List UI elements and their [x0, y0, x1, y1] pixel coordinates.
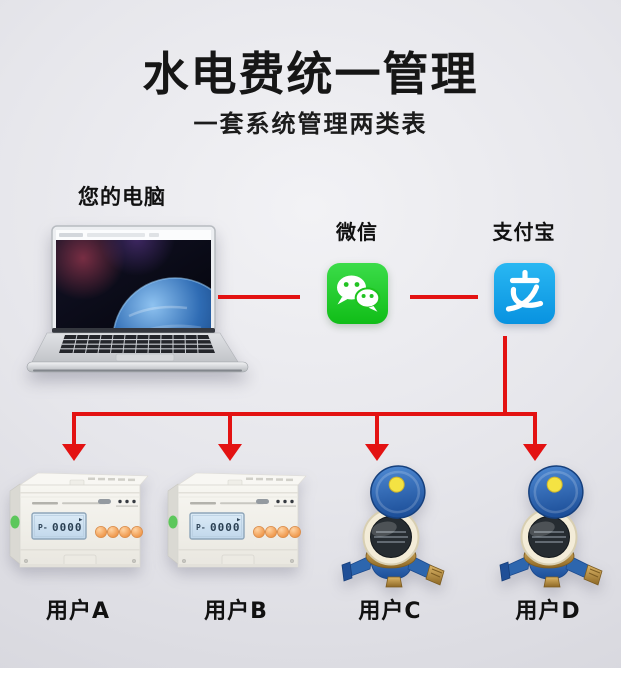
user-label: 用户B	[204, 599, 268, 624]
laptop-image	[26, 225, 249, 373]
arrow-down-icon	[523, 444, 547, 461]
water-meter-image	[341, 465, 445, 588]
wechat-label: 微信	[336, 220, 378, 244]
page-subtitle: 一套系统管理两类表	[193, 110, 428, 138]
connector-alipay-down	[503, 336, 507, 416]
distribution-line	[72, 412, 537, 416]
electric-meter-image: P- 0000	[9, 472, 149, 568]
arrow-down-icon	[72, 412, 76, 446]
laptop-hinge	[52, 328, 215, 333]
alipay-icon	[494, 263, 555, 324]
water-meter-lid	[528, 465, 584, 519]
meter-green-seal	[10, 515, 20, 529]
meter-buttons	[253, 526, 302, 539]
bottom-margin	[0, 668, 621, 696]
alipay-label: 支付宝	[492, 220, 556, 244]
arrow-down-icon	[375, 412, 379, 446]
user-label: 用户C	[358, 599, 422, 624]
meter-buttons	[95, 526, 144, 539]
electric-meter-image: P- 0000	[167, 472, 307, 568]
arrow-down-icon	[228, 412, 232, 446]
laptop-wallpaper	[56, 230, 211, 328]
user-label: 用户D	[515, 599, 581, 624]
meter-lcd	[189, 512, 245, 540]
meter-lcd-reading: 0000	[52, 521, 83, 534]
arrow-down-icon	[533, 412, 537, 446]
lid-yellow-seal	[546, 476, 563, 493]
arrow-down-icon	[62, 444, 86, 461]
meter-lcd-mode: P-	[38, 523, 48, 532]
water-meter-image	[499, 465, 603, 588]
meter-green-seal	[168, 515, 178, 529]
meter-lcd-mode: P-	[196, 523, 206, 532]
wechat-icon	[327, 263, 388, 324]
meter-lcd	[31, 512, 87, 540]
laptop-trackpad	[115, 353, 175, 362]
water-meter-lid	[370, 465, 426, 519]
user-label: 用户A	[45, 599, 111, 624]
lid-yellow-seal	[388, 476, 405, 493]
page-title: 水电费统一管理	[142, 47, 479, 101]
arrow-down-icon	[365, 444, 389, 461]
connector-laptop-wechat	[218, 295, 300, 299]
arrow-down-icon	[218, 444, 242, 461]
connector-wechat-alipay	[410, 295, 478, 299]
meter-lcd-reading: 0000	[210, 521, 241, 534]
computer-label: 您的电脑	[78, 185, 166, 209]
